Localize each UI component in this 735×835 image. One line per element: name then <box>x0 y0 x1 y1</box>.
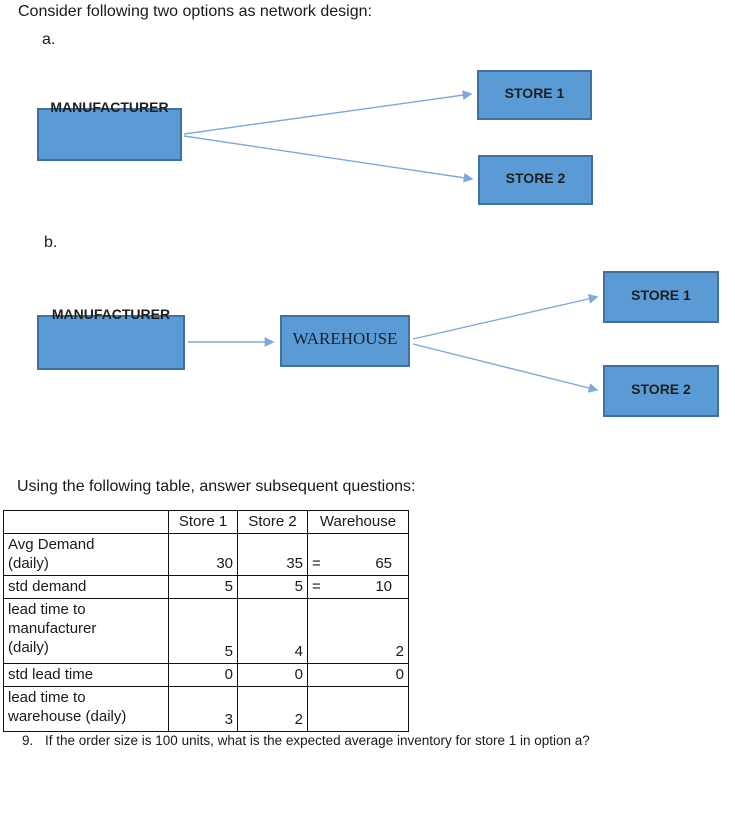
equals-sign: = <box>312 555 321 572</box>
arrow-a-manufacturer-to-store1 <box>183 90 473 135</box>
cell-ltm-warehouse: 2 <box>307 598 409 664</box>
row-label-avg-demand: Avg Demand (daily) <box>3 533 169 576</box>
question-number: 9. <box>22 733 34 748</box>
cell-std-demand-warehouse: = 10 <box>307 575 409 599</box>
page-title: Consider following two options as networ… <box>18 3 372 20</box>
cell-ltm-store1: 5 <box>168 598 238 664</box>
option-b-store1-box: STORE 1 <box>603 271 719 323</box>
cell-ltm-store2: 4 <box>237 598 308 664</box>
option-a-manufacturer-label: MANUFACTURER <box>50 99 169 115</box>
cell-slt-store1: 0 <box>168 663 238 687</box>
cell-ltw-store2: 2 <box>237 686 308 732</box>
option-b-warehouse-label: WAREHOUSE <box>292 329 398 348</box>
header-store2: Store 2 <box>237 510 308 534</box>
arrow-b-warehouse-to-store2 <box>412 343 599 393</box>
cell-avg-demand-store1: 30 <box>168 533 238 576</box>
table-row: lead time to manufacturer (daily) 5 4 2 <box>3 598 409 664</box>
option-a-store1-box: STORE 1 <box>477 70 592 120</box>
header-warehouse: Warehouse <box>307 510 409 534</box>
header-store1: Store 1 <box>168 510 238 534</box>
table-row: std demand 5 5 = 10 <box>3 575 409 599</box>
option-a-store1-label: STORE 1 <box>504 85 565 102</box>
row-label-std-demand: std demand <box>3 575 169 599</box>
cell-avg-demand-store2: 35 <box>237 533 308 576</box>
table-row: Avg Demand (daily) 30 35 = 65 <box>3 533 409 576</box>
equals-sign: = <box>312 578 321 595</box>
table-intro: Using the following table, answer subseq… <box>17 478 416 495</box>
question-9: 9. If the order size is 100 units, what … <box>22 733 590 748</box>
cell-std-demand-store1: 5 <box>168 575 238 599</box>
option-b-warehouse-box: WAREHOUSE <box>280 315 410 367</box>
option-b-label: b. <box>44 234 58 251</box>
option-a-store2-label: STORE 2 <box>505 170 566 187</box>
arrow-b-warehouse-to-store1 <box>412 294 599 340</box>
header-blank <box>3 510 169 534</box>
row-label-lead-time-manufacturer: lead time to manufacturer (daily) <box>3 598 169 664</box>
data-table: Store 1 Store 2 Warehouse Avg Demand (da… <box>3 510 409 732</box>
table-row: std lead time 0 0 0 <box>3 663 409 687</box>
cell-avg-demand-warehouse: = 65 <box>307 533 409 576</box>
option-b-manufacturer-box: MANUFACTURER <box>37 306 185 370</box>
option-b-manufacturer-label: MANUFACTURER <box>51 306 171 322</box>
cell-ltw-warehouse <box>307 686 409 732</box>
option-b-store2-box: STORE 2 <box>603 365 719 417</box>
row-label-std-lead-time: std lead time <box>3 663 169 687</box>
cell-slt-warehouse: 0 <box>307 663 409 687</box>
option-b-store2-label: STORE 2 <box>631 381 691 398</box>
table-row: lead time to warehouse (daily) 3 2 <box>3 686 409 732</box>
option-b-store1-label: STORE 1 <box>631 287 691 304</box>
cell-slt-store2: 0 <box>237 663 308 687</box>
row-label-lead-time-warehouse: lead time to warehouse (daily) <box>3 686 169 732</box>
cell-std-demand-store2: 5 <box>237 575 308 599</box>
question-text: If the order size is 100 units, what is … <box>45 733 590 748</box>
option-a-store2-box: STORE 2 <box>478 155 593 205</box>
option-a-manufacturer-box: MANUFACTURER <box>37 99 182 161</box>
table-header-row: Store 1 Store 2 Warehouse <box>3 510 409 534</box>
arrow-a-manufacturer-to-store2 <box>183 135 474 183</box>
cell-ltw-store1: 3 <box>168 686 238 732</box>
option-a-label: a. <box>42 31 56 48</box>
